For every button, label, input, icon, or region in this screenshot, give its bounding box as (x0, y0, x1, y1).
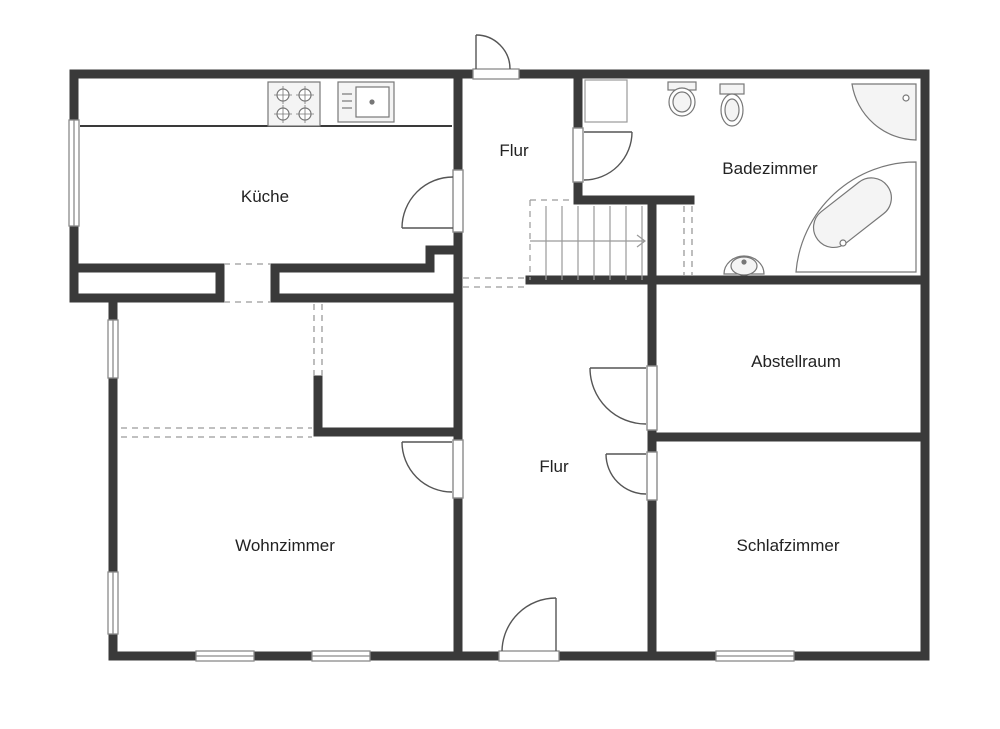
room-label-wohnzimmer: Wohnzimmer (235, 536, 335, 555)
bathtub-icon (795, 161, 917, 273)
doors (401, 34, 658, 652)
bath-cabinet (584, 79, 628, 123)
room-label-kueche: Küche (241, 187, 289, 206)
room-label-badezimmer: Badezimmer (722, 159, 818, 178)
room-label-flur-unten: Flur (539, 457, 569, 476)
window-wohn-lower (107, 571, 119, 635)
passages (121, 206, 693, 438)
windows (68, 68, 795, 662)
door-bath (572, 127, 633, 183)
door-kitchen (401, 169, 464, 233)
room-label-schlafzimmer: Schlafzimmer (737, 536, 840, 555)
window-wohn-bottom-2 (311, 650, 371, 662)
corner-shower-icon (851, 83, 917, 141)
entry-bottom-threshold (498, 650, 560, 662)
window-wohn-bottom-1 (195, 650, 255, 662)
door-schlafzimmer (605, 451, 658, 501)
door-wohnzimmer (401, 439, 464, 499)
stairs-icon (529, 199, 646, 280)
door-entry-bottom (501, 597, 557, 652)
window-kitchen-left (68, 119, 80, 227)
window-schlaf-bottom (715, 650, 795, 662)
room-label-abstellraum: Abstellraum (751, 352, 841, 371)
room-label-flur-oben: Flur (499, 141, 529, 160)
walls (69, 69, 930, 661)
washbasin-icon (723, 255, 765, 276)
bidet-icon (719, 83, 745, 127)
stove-icon (267, 81, 321, 127)
window-wohn-upper (107, 319, 119, 379)
kitchen-sink-icon (337, 81, 395, 123)
entry-top-threshold (472, 68, 520, 80)
door-entry-top (475, 34, 511, 70)
toilet-icon (667, 81, 697, 117)
door-abstellraum (589, 365, 658, 431)
